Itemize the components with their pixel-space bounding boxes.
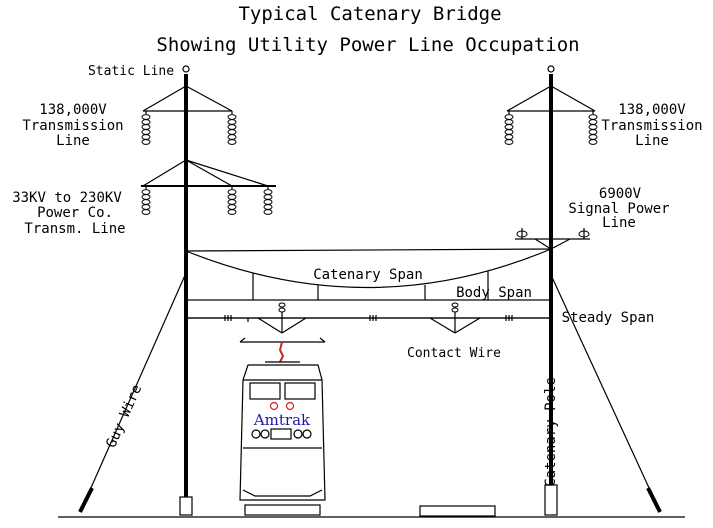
track-box <box>419 505 496 517</box>
signal-label-line1: Signal Power <box>568 201 669 217</box>
steady-span-label: Steady Span <box>562 310 655 326</box>
right-pole-base <box>544 484 558 516</box>
static-line-insulator-right <box>547 65 555 73</box>
locomotive-truck <box>244 504 321 516</box>
guy-wire-label: Guy Wire <box>103 382 145 450</box>
right-transmission-voltage-label: 138,000V <box>618 102 686 118</box>
signal-power-bracket <box>515 228 590 250</box>
power-co-insulator <box>263 186 273 215</box>
body-span-label: Body Span <box>456 285 532 301</box>
static-line-insulator-left <box>182 65 190 73</box>
left-transmission-arm <box>142 85 233 112</box>
right-transmission-arm <box>506 85 596 112</box>
right-guy-wire <box>550 274 662 513</box>
signal-label-line2: Line <box>602 215 636 231</box>
left-transmission-label-line1: Transmission <box>22 118 123 134</box>
locomotive-window-right <box>284 382 316 400</box>
power-co-label-line2: Power Co. <box>37 205 113 221</box>
locomotive-window-left <box>249 382 281 400</box>
static-line-label: Static Line <box>88 64 174 79</box>
steady-span-wire <box>186 315 551 321</box>
title-line-1: Typical Catenary Bridge <box>238 3 501 25</box>
signal-voltage-label: 6900V <box>599 186 642 202</box>
catenary-span-label: Catenary Span <box>313 267 423 283</box>
locomotive-headlight <box>285 401 295 411</box>
catenary-span-wire <box>185 248 552 300</box>
left-transmission-insulator <box>227 111 237 145</box>
right-transmission-label-line2: Line <box>635 133 669 149</box>
power-co-insulator <box>141 186 151 215</box>
left-transmission-insulator <box>141 111 151 145</box>
left-power-co-arm <box>141 159 276 187</box>
left-pole <box>179 65 193 516</box>
contact-wire-registration-left <box>247 302 307 334</box>
pantograph <box>239 337 326 363</box>
contact-wire-label: Contact Wire <box>407 346 501 361</box>
title-line-2: Showing Utility Power Line Occupation <box>156 34 579 56</box>
right-transmission-label-line1: Transmission <box>601 118 702 134</box>
power-co-label-line3: Transm. Line <box>24 221 125 237</box>
locomotive-brand: Amtrak <box>253 411 311 429</box>
contact-wire-registration-right <box>429 302 481 334</box>
left-transmission-label-line2: Line <box>56 133 90 149</box>
power-co-insulator <box>227 186 237 215</box>
left-pole-base <box>179 496 193 516</box>
right-transmission-insulator <box>504 111 514 145</box>
locomotive: Amtrak <box>239 364 326 516</box>
right-transmission-insulator <box>588 111 598 145</box>
left-guy-wire <box>78 272 187 513</box>
right-pole <box>544 65 558 516</box>
power-co-label-line1: 33KV to 230KV <box>12 190 122 206</box>
left-transmission-voltage-label: 138,000V <box>39 102 107 118</box>
catenary-pole-label: Catenary Pole <box>543 377 559 487</box>
body-span-beam <box>185 299 552 319</box>
locomotive-headlight <box>269 401 279 411</box>
